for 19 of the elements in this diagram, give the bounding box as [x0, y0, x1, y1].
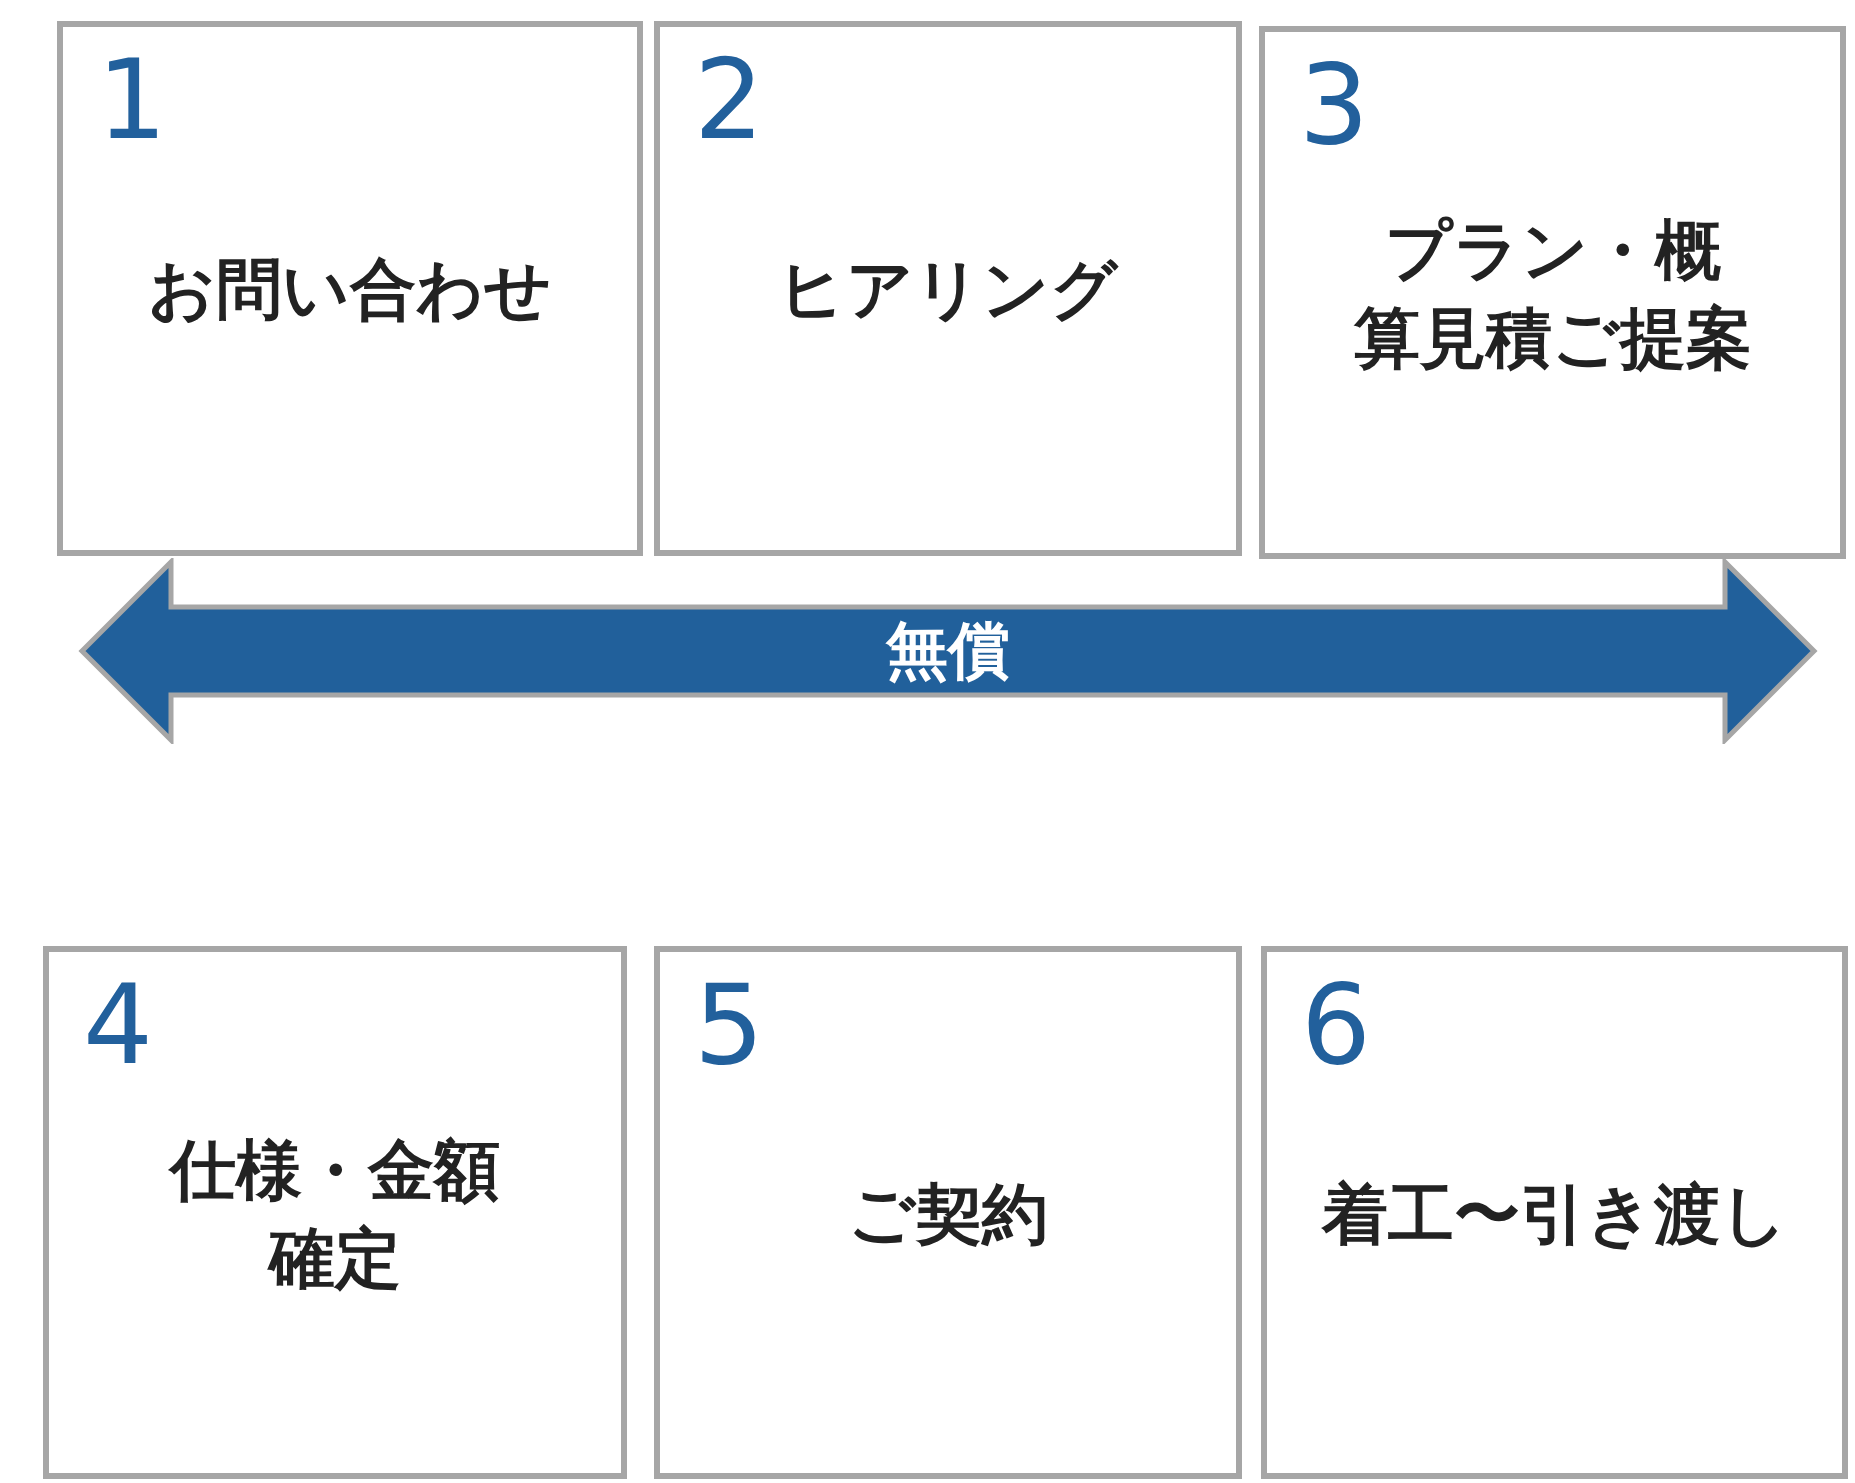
step-number: 5: [694, 970, 764, 1080]
step-title: 着工〜引き渡し: [1321, 1175, 1788, 1255]
step-title: ご契約: [848, 1175, 1048, 1255]
step-box: [1259, 26, 1846, 559]
step-title: プラン・概算見積ご提案: [1352, 211, 1753, 379]
step-box: [57, 21, 643, 556]
step-title: ヒアリング: [778, 250, 1118, 330]
step-number: 2: [694, 45, 764, 155]
step-box: [654, 946, 1242, 1479]
step-number: 4: [83, 970, 153, 1080]
step-box: [1261, 946, 1848, 1479]
step-number: 3: [1299, 50, 1369, 160]
arrow-label: 無償: [886, 620, 1010, 682]
step-number: 6: [1301, 970, 1371, 1080]
step-box: [43, 946, 627, 1479]
step-number: 1: [97, 45, 167, 155]
step-box: [654, 21, 1242, 556]
step-title: 仕様・金額確定: [168, 1131, 501, 1299]
step-title: お問い合わせ: [148, 250, 552, 330]
